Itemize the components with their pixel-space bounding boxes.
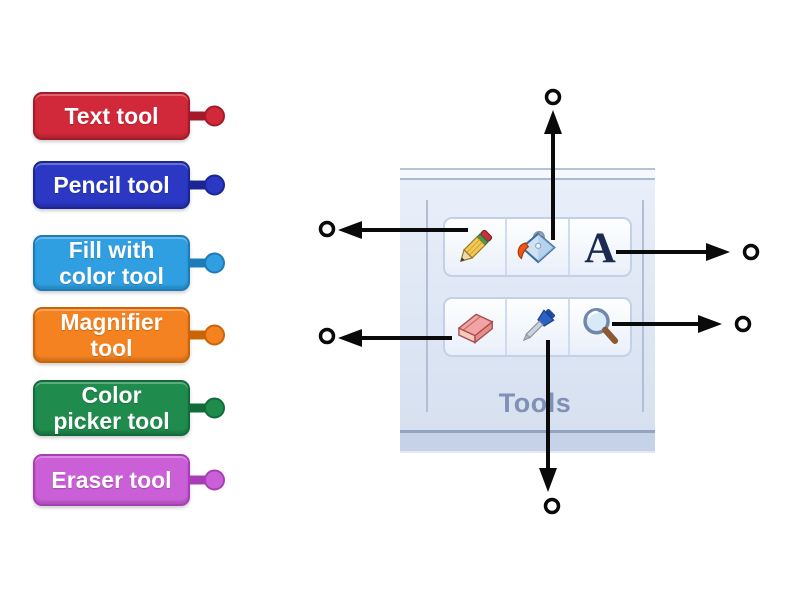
label-text: Text tool [64, 103, 159, 129]
target-circle-eraser[interactable] [318, 327, 336, 345]
connector-dot [204, 469, 225, 491]
magnifier-tool-cell [567, 299, 630, 355]
label-chip-magnifier-tool[interactable]: Magnifier tool [33, 307, 233, 363]
connector-dot [204, 174, 225, 196]
label-chip-fill-with-color-tool[interactable]: Fill with color tool [33, 235, 233, 291]
target-circle-color-picker[interactable] [543, 497, 561, 515]
magnifier-icon [583, 308, 618, 344]
fill-with-color-tool-cell [505, 219, 567, 275]
target-circle-fill-with-color[interactable] [544, 88, 562, 106]
fill-with-color-icon [518, 230, 557, 264]
ribbon-bottom-edge [400, 430, 655, 453]
paint-tools-panel: A [400, 168, 655, 453]
connector-stem [188, 258, 210, 268]
label-box[interactable]: Color picker tool [33, 380, 190, 436]
label-chip-text-tool[interactable]: Text tool [33, 92, 233, 140]
connector-dot [204, 252, 225, 274]
color-picker-icon [523, 309, 556, 342]
connector-dot [204, 324, 225, 346]
eraser-tool-cell [445, 299, 505, 355]
target-circle-text[interactable] [742, 243, 760, 261]
label-text: Magnifier tool [60, 309, 163, 361]
label-box[interactable]: Pencil tool [33, 161, 190, 209]
eraser-icon [457, 313, 494, 344]
color-picker-tool-cell [505, 299, 567, 355]
label-text: Color picker tool [53, 382, 170, 434]
tool-row-top: A [443, 217, 632, 277]
text-tool-cell: A [567, 219, 630, 275]
label-box[interactable]: Text tool [33, 92, 190, 140]
label-text: Fill with color tool [59, 237, 164, 289]
pencil-icon [460, 229, 493, 263]
connector-stem [188, 180, 210, 190]
group-separator-left [426, 200, 428, 412]
label-text: Pencil tool [53, 172, 170, 198]
connector-stem [188, 475, 210, 485]
connector-stem [188, 403, 210, 413]
target-circle-pencil[interactable] [318, 220, 336, 238]
connector-stem [188, 330, 210, 340]
label-box[interactable]: Eraser tool [33, 454, 190, 506]
label-chip-eraser-tool[interactable]: Eraser tool [33, 454, 233, 506]
svg-text:A: A [584, 224, 616, 270]
label-chip-color-picker-tool[interactable]: Color picker tool [33, 380, 233, 436]
label-box[interactable]: Fill with color tool [33, 235, 190, 291]
text-tool-icon: A [584, 224, 616, 270]
connector-dot [204, 105, 225, 127]
tools-group-caption: Tools [498, 388, 572, 418]
group-separator-right [642, 200, 644, 412]
tool-row-bottom [443, 297, 632, 357]
target-circle-magnifier[interactable] [734, 315, 752, 333]
connector-stem [188, 111, 210, 121]
label-box[interactable]: Magnifier tool [33, 307, 190, 363]
ribbon-top-edge [400, 168, 655, 180]
pencil-tool-cell [445, 219, 505, 275]
label-text: Eraser tool [51, 467, 172, 493]
connector-dot [204, 397, 225, 419]
label-chip-pencil-tool[interactable]: Pencil tool [33, 161, 233, 209]
